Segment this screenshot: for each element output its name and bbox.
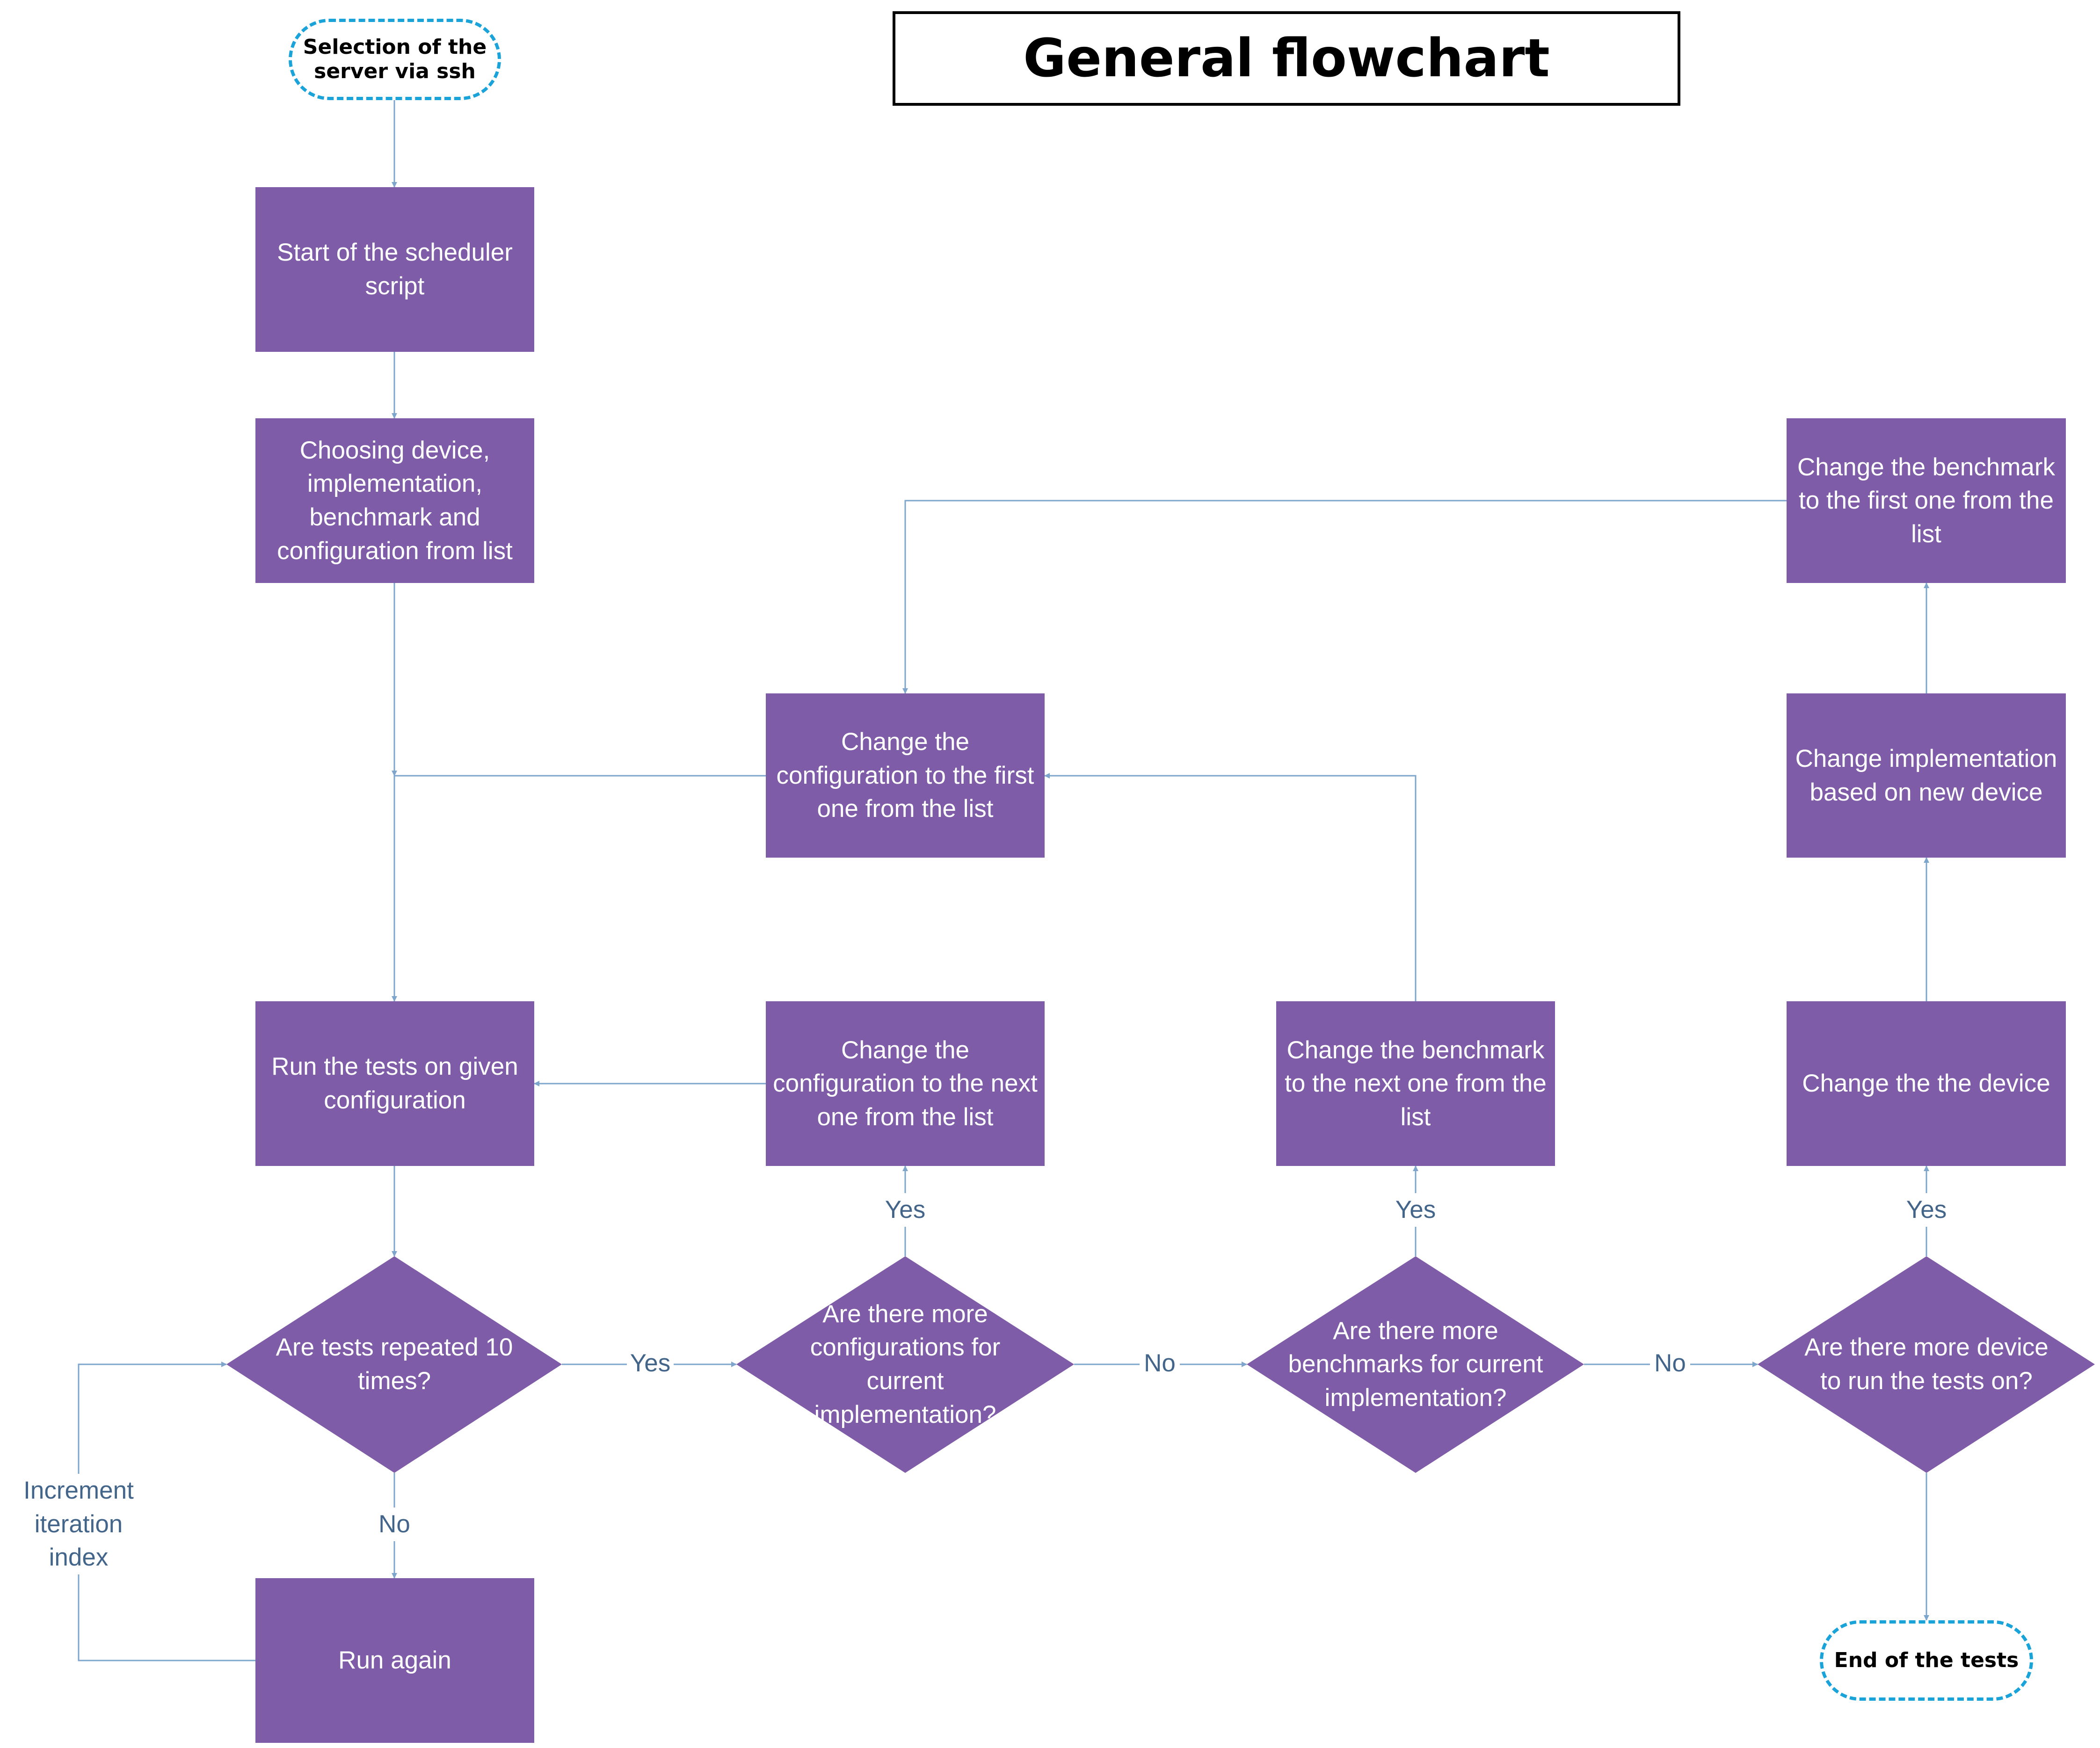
process-benchmark-next[interactable]: Change the benchmark to the next one fro… [1276, 1001, 1555, 1166]
process-config-first[interactable]: Change the configuration to the first on… [766, 693, 1045, 858]
label-configs-no: No [1140, 1347, 1180, 1380]
process-config-next[interactable]: Change the configuration to the next one… [766, 1001, 1045, 1166]
process-change-impl[interactable]: Change implementation based on new devic… [1787, 693, 2066, 858]
decision-more-devices-shape[interactable] [1758, 1256, 2095, 1473]
label-devices-yes: Yes [1903, 1193, 1950, 1227]
page-title: General flowchart [893, 11, 1680, 106]
decision-repeated-text: Are tests repeated 10 times? [276, 1333, 513, 1395]
label-increment: Increment iteration index [14, 1474, 143, 1574]
label-repeated-yes: Yes [627, 1347, 674, 1380]
decision-more-benchmarks-text: Are there more benchmarks for current im… [1288, 1317, 1543, 1412]
label-benchmarks-yes: Yes [1392, 1193, 1439, 1227]
process-benchmark-first[interactable]: Change the benchmark to the first one fr… [1787, 418, 2066, 583]
decision-more-configs-shape[interactable] [736, 1256, 1074, 1473]
edge-benchmark-next-to-config-first [1044, 773, 1417, 1001]
process-start-scheduler[interactable]: Start of the scheduler script [255, 187, 534, 352]
decision-more-configs-text: Are there more configurations for curren… [810, 1300, 1001, 1428]
edge-benchmark-first-to-config-first [902, 500, 1787, 694]
label-benchmarks-no: No [1650, 1347, 1690, 1380]
decision-repeated-shape[interactable] [226, 1256, 562, 1473]
label-repeated-no: No [374, 1508, 414, 1541]
terminal-start[interactable]: Selection of the server via ssh [289, 19, 501, 100]
process-change-device[interactable]: Change the the device [1787, 1001, 2066, 1166]
process-run-again[interactable]: Run again [255, 1578, 534, 1743]
process-run-tests[interactable]: Run the tests on given configuration [255, 1001, 534, 1166]
process-choosing[interactable]: Choosing device, implementation, benchma… [255, 418, 534, 583]
terminal-end[interactable]: End of the tests [1820, 1620, 2033, 1701]
label-configs-yes: Yes [882, 1193, 929, 1227]
decision-more-devices-text: Are there more device to run the tests o… [1804, 1333, 2049, 1395]
decision-more-benchmarks-shape[interactable] [1247, 1256, 1584, 1473]
